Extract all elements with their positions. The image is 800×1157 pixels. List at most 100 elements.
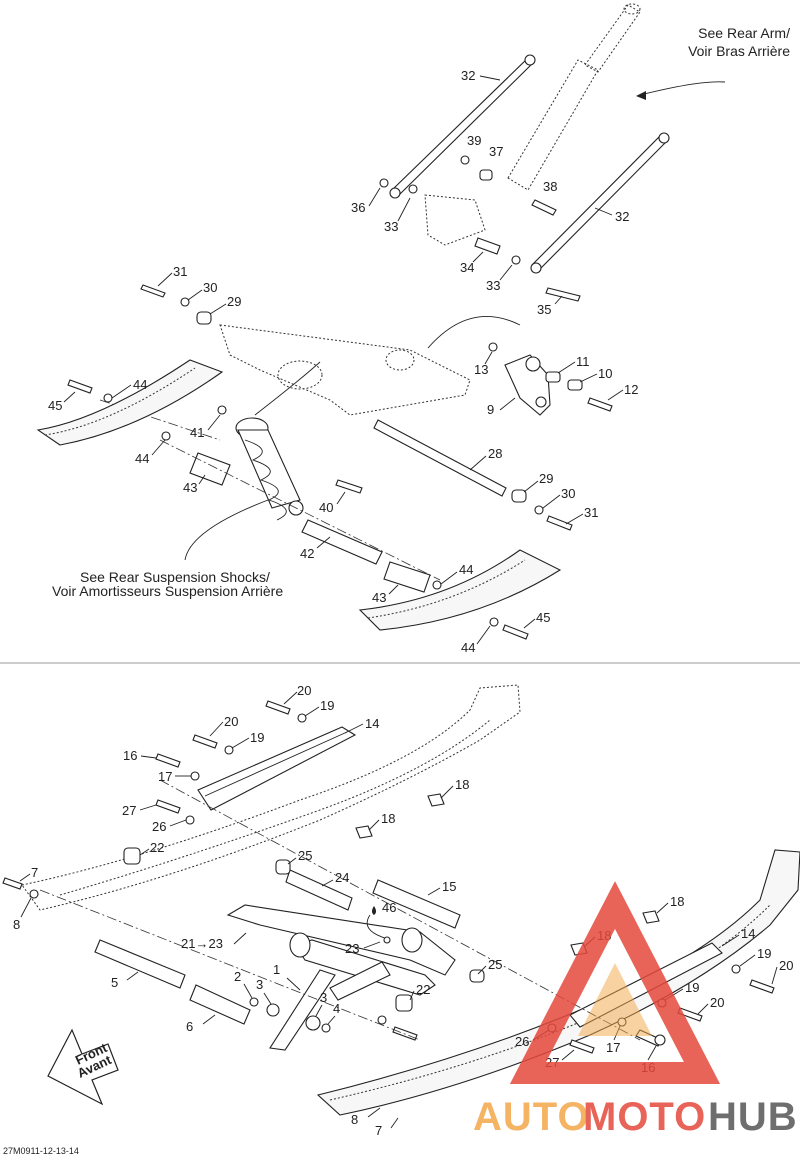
svg-text:15: 15 — [442, 879, 456, 894]
svg-text:10: 10 — [598, 366, 612, 381]
svg-text:44: 44 — [461, 640, 475, 655]
watermark-auto: AUTO — [473, 1095, 590, 1139]
lubricant-drop-icon — [372, 906, 376, 915]
rear-shock — [217, 405, 304, 521]
watermark-hub: HUB — [708, 1095, 798, 1139]
svg-text:5: 5 — [111, 975, 118, 990]
svg-text:20: 20 — [710, 995, 724, 1010]
rear-arm-bracket — [424, 194, 486, 246]
svg-text:20: 20 — [224, 714, 238, 729]
svg-text:8: 8 — [13, 917, 20, 932]
slide-rail-lower — [316, 849, 800, 1116]
svg-text:2: 2 — [234, 969, 241, 984]
shaft-42 — [301, 519, 383, 565]
svg-text:3: 3 — [256, 977, 263, 992]
svg-text:22: 22 — [416, 982, 430, 997]
svg-text:37: 37 — [489, 144, 503, 159]
shaft-28 — [373, 419, 507, 497]
wear-strip-top — [197, 726, 357, 811]
shaft-5 — [94, 939, 186, 989]
spacer-22 — [123, 847, 141, 865]
note-rear-arm-en: See Rear Arm/ — [698, 25, 790, 41]
svg-text:12: 12 — [624, 382, 638, 397]
figure-code: 27M0911-12-13-14 — [3, 1146, 79, 1156]
spacer-6 — [189, 984, 251, 1025]
small-parts-top — [140, 155, 581, 325]
fasteners-bottom — [2, 700, 775, 1054]
svg-text:30: 30 — [561, 486, 575, 501]
svg-text:7: 7 — [31, 865, 38, 880]
svg-text:19: 19 — [250, 730, 264, 745]
shaft-15 — [372, 879, 461, 929]
bracket-9 — [504, 354, 551, 416]
svg-text:16: 16 — [123, 748, 137, 763]
svg-text:4: 4 — [333, 1001, 340, 1016]
svg-text:29: 29 — [227, 294, 241, 309]
svg-text:34: 34 — [460, 260, 474, 275]
watermark-moto: MOTO — [583, 1095, 706, 1139]
front-direction-arrow: Front Avant — [47, 1028, 119, 1106]
svg-text:27: 27 — [122, 803, 136, 818]
front-arm-frame — [226, 904, 456, 1051]
svg-text:31: 31 — [584, 505, 598, 520]
svg-text:18: 18 — [455, 777, 469, 792]
svg-text:13: 13 — [474, 362, 488, 377]
svg-text:18: 18 — [381, 811, 395, 826]
slide-rail-upper — [21, 684, 521, 911]
svg-text:42: 42 — [300, 546, 314, 561]
spacer-43 — [189, 452, 231, 486]
svg-text:39: 39 — [467, 133, 481, 148]
slide-rail-top-right — [358, 549, 562, 631]
svg-text:30: 30 — [203, 280, 217, 295]
note-rear-shocks-fr: Voir Amortisseurs Suspension Arrière — [52, 583, 283, 599]
svg-text:43: 43 — [372, 590, 386, 605]
svg-text:8: 8 — [351, 1112, 358, 1127]
svg-text:25: 25 — [488, 957, 502, 972]
svg-text:44: 44 — [133, 377, 147, 392]
svg-text:17: 17 — [158, 769, 172, 784]
rear-arm-frame — [219, 324, 471, 416]
svg-text:28: 28 — [488, 446, 502, 461]
svg-text:25: 25 — [298, 848, 312, 863]
svg-text:44: 44 — [459, 562, 473, 577]
svg-text:36: 36 — [351, 200, 365, 215]
note-rear-arm-fr: Voir Bras Arrière — [688, 43, 790, 59]
svg-text:19: 19 — [757, 946, 771, 961]
svg-text:21→23: 21→23 — [181, 936, 223, 951]
svg-text:33: 33 — [384, 219, 398, 234]
rod-upper — [389, 54, 536, 199]
svg-text:35: 35 — [537, 302, 551, 317]
shaft-24 — [285, 869, 353, 911]
svg-text:14: 14 — [365, 716, 379, 731]
top-callouts: 32 39 37 38 36 33 32 34 33 35 31 30 29 1… — [48, 68, 638, 655]
spacer-43b — [383, 561, 431, 593]
svg-text:24: 24 — [335, 870, 349, 885]
svg-text:1: 1 — [273, 962, 280, 977]
svg-text:31: 31 — [173, 264, 187, 279]
svg-text:44: 44 — [135, 451, 149, 466]
svg-text:45: 45 — [48, 398, 62, 413]
svg-text:3: 3 — [320, 990, 327, 1005]
svg-text:18: 18 — [670, 894, 684, 909]
svg-text:33: 33 — [486, 278, 500, 293]
svg-text:14: 14 — [741, 926, 755, 941]
svg-text:41: 41 — [190, 425, 204, 440]
svg-text:32: 32 — [461, 68, 475, 83]
svg-text:46: 46 — [382, 900, 396, 915]
note-rear-shocks-en: See Rear Suspension Shocks/ — [80, 569, 270, 585]
svg-text:43: 43 — [183, 480, 197, 495]
rear-arm-shock-outline — [507, 3, 641, 191]
svg-text:26: 26 — [515, 1034, 529, 1049]
svg-text:7: 7 — [375, 1123, 382, 1138]
slide-rail-top-left — [36, 359, 224, 446]
svg-text:23: 23 — [345, 941, 359, 956]
svg-text:32: 32 — [615, 209, 629, 224]
svg-text:38: 38 — [543, 179, 557, 194]
rod-lower — [530, 132, 670, 274]
svg-text:17: 17 — [606, 1040, 620, 1055]
svg-text:20: 20 — [297, 683, 311, 698]
svg-text:29: 29 — [539, 471, 553, 486]
svg-text:19: 19 — [685, 980, 699, 995]
svg-text:19: 19 — [320, 698, 334, 713]
